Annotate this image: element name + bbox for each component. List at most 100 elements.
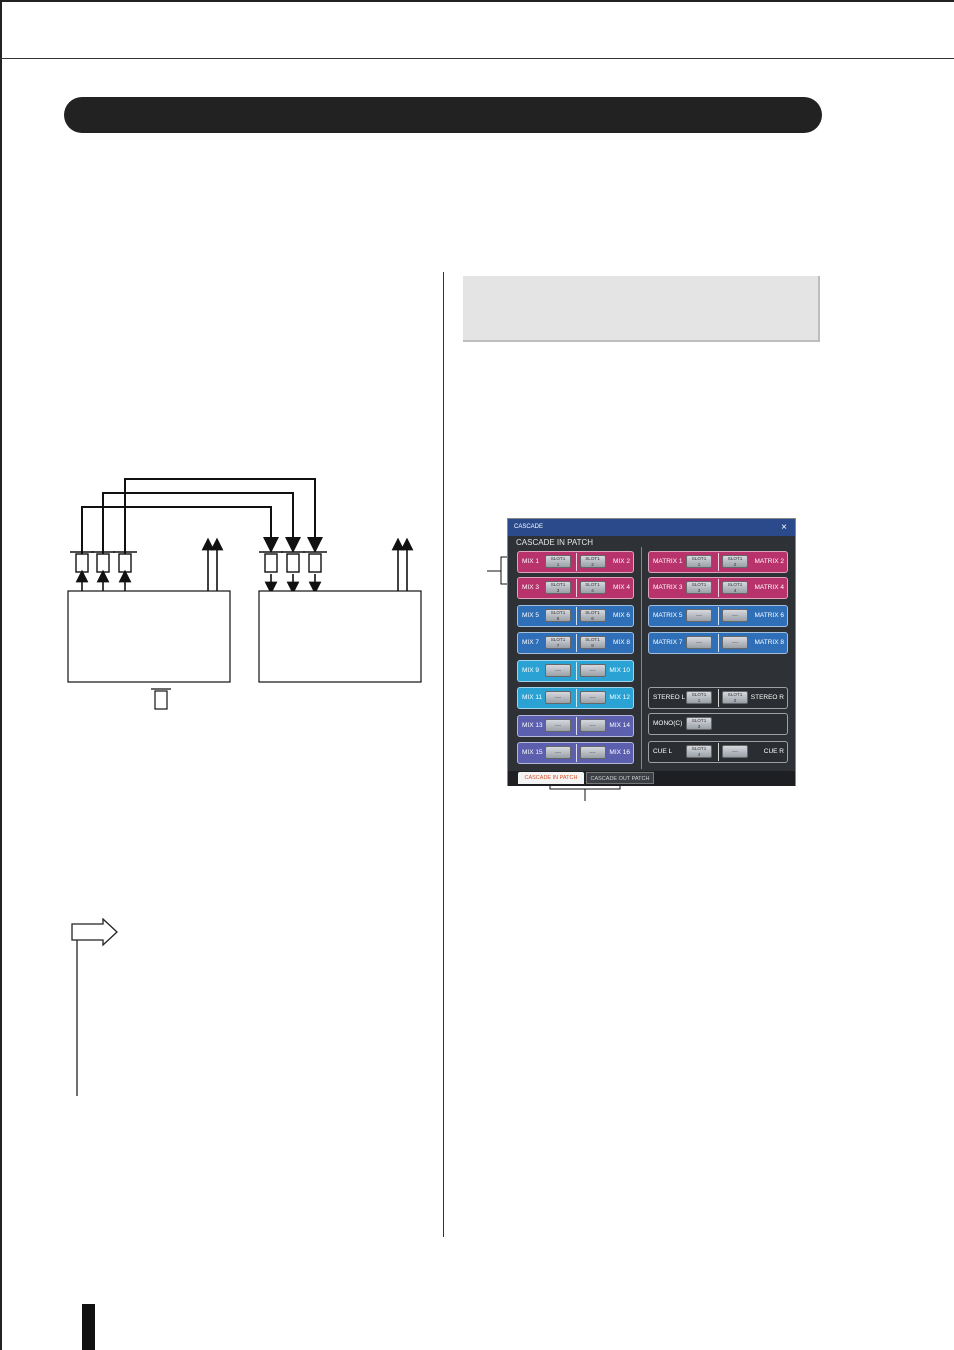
matrix-row-2-label-a: MATRIX 3 — [653, 584, 683, 591]
mix-row-6-label-b: MIX 12 — [609, 694, 630, 701]
page-top-border — [0, 0, 954, 2]
note-box — [463, 276, 820, 342]
mix-row-8-label-b: MIX 16 — [609, 749, 630, 756]
section-heading-bar — [64, 97, 822, 133]
mix-row-5-pair: MIX 9--------MIX 10 — [517, 660, 634, 682]
column-divider — [443, 272, 444, 1237]
mix-row-8-label-a: MIX 15 — [522, 749, 543, 756]
mix-row-1-separator — [575, 553, 577, 571]
mix-row-7-pair: MIX 13--------MIX 14 — [517, 715, 634, 737]
mix-row-4-label-b: MIX 8 — [613, 639, 630, 646]
mix-row-6-pair: MIX 11--------MIX 12 — [517, 687, 634, 709]
tab-cascade-out-patch[interactable]: CASCADE OUT PATCH — [586, 772, 654, 784]
header-rule — [0, 58, 954, 59]
cue-row-patch-button-b[interactable]: ---- — [722, 745, 748, 758]
stereo-row-label-b: STEREO R — [750, 694, 784, 701]
matrix-row-3-label-a: MATRIX 5 — [653, 612, 683, 619]
matrix-row-4-label-a: MATRIX 7 — [653, 639, 683, 646]
mix-row-5-label-a: MIX 9 — [522, 667, 539, 674]
matrix-row-3-separator — [718, 607, 719, 625]
window-subtitle: CASCADE IN PATCH — [516, 538, 594, 547]
mix-row-5-label-b: MIX 10 — [609, 667, 630, 674]
cascade-connection-diagram — [67, 478, 422, 710]
mix-row-7-patch-button-a[interactable]: ---- — [545, 719, 571, 732]
mix-row-6-label-a: MIX 11 — [522, 694, 543, 701]
stereo-row-separator — [718, 689, 719, 707]
slave-console-box — [258, 590, 422, 683]
mix-row-2-separator — [575, 579, 577, 597]
mix-row-8-patch-button-a[interactable]: ---- — [545, 746, 571, 759]
matrix-row-4-label-b: MATRIX 8 — [754, 639, 785, 646]
matrix-row-4-patch-button-b[interactable]: ---- — [722, 636, 748, 649]
mono-row-label-a: MONO(C) — [653, 720, 683, 727]
mix-row-6-patch-button-a[interactable]: ---- — [545, 691, 571, 704]
mix-row-3-label-b: MIX 6 — [613, 612, 630, 619]
mix-row-6-separator — [575, 689, 577, 707]
mix-row-1-label-a: MIX 1 — [522, 558, 539, 565]
mix-row-6-patch-button-b[interactable]: ---- — [579, 691, 606, 704]
mix-row-4-label-a: MIX 7 — [522, 639, 539, 646]
matrix-row-3-label-b: MATRIX 6 — [754, 612, 785, 619]
mix-row-5-patch-button-a[interactable]: ---- — [545, 664, 571, 677]
mix-row-8-separator — [575, 744, 577, 762]
mix-row-2-label-a: MIX 3 — [522, 584, 539, 591]
mix-row-4-separator — [575, 634, 577, 652]
matrix-row-4-separator — [718, 634, 719, 652]
matrix-row-3-pair: MATRIX 5--------MATRIX 6 — [648, 605, 788, 627]
tab-cascade-in-patch[interactable]: CASCADE IN PATCH — [518, 772, 584, 784]
mix-row-5-separator — [575, 662, 577, 680]
matrix-row-3-patch-button-b[interactable]: ---- — [722, 609, 748, 622]
matrix-row-1-separator — [718, 553, 719, 571]
matrix-row-2-label-b: MATRIX 4 — [754, 584, 785, 591]
connector-symbol — [151, 688, 171, 710]
cue-row-label-b: CUE R — [763, 748, 784, 755]
mix-row-7-separator — [575, 717, 577, 735]
mix-row-5-patch-button-b[interactable]: ---- — [579, 664, 606, 677]
mix-row-2-label-b: MIX 4 — [613, 584, 630, 591]
matrix-row-4-patch-button-a[interactable]: ---- — [686, 636, 712, 649]
cue-row-label-a: CUE L — [653, 748, 673, 755]
mix-row-3-label-a: MIX 5 — [522, 612, 539, 619]
mix-row-7-label-a: MIX 13 — [522, 722, 543, 729]
cascade-cables — [81, 478, 323, 554]
close-icon[interactable]: × — [781, 522, 787, 533]
mix-row-3-separator — [575, 607, 577, 625]
window-title: CASCADE — [508, 519, 795, 536]
page-number-tab — [82, 1304, 95, 1350]
mix-row-7-patch-button-b[interactable]: ---- — [579, 719, 606, 732]
mix-row-8-pair: MIX 15--------MIX 16 — [517, 742, 634, 764]
matrix-row-1-label-b: MATRIX 2 — [754, 558, 785, 565]
mix-row-1-label-b: MIX 2 — [613, 558, 630, 565]
matrix-row-3-patch-button-a[interactable]: ---- — [686, 609, 712, 622]
mix-row-8-patch-button-b[interactable]: ---- — [579, 746, 606, 759]
panel-divider — [641, 547, 642, 769]
matrix-row-4-pair: MATRIX 7--------MATRIX 8 — [648, 632, 788, 654]
matrix-row-2-separator — [718, 579, 719, 597]
